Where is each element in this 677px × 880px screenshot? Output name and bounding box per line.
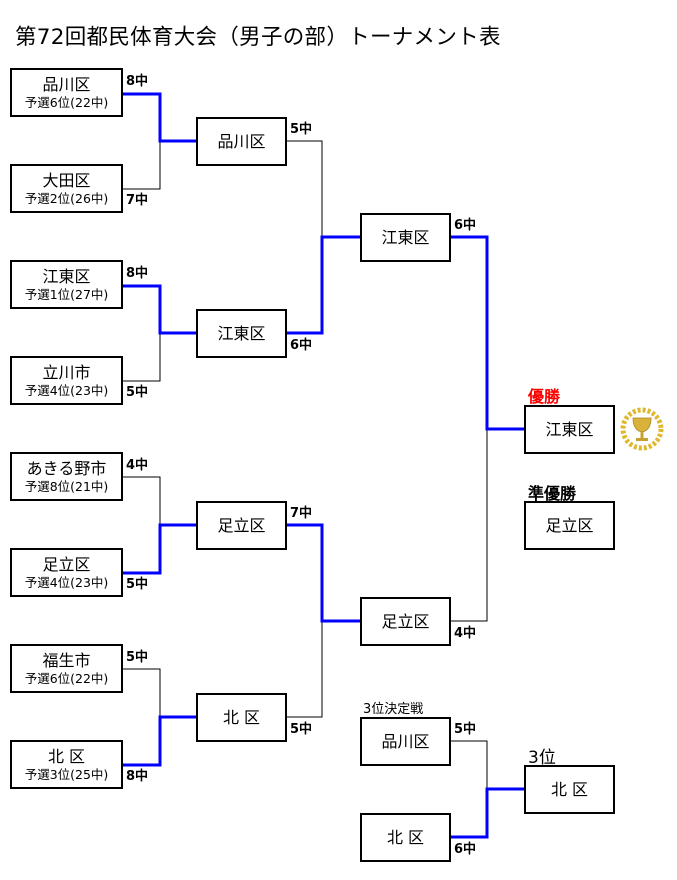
team-name: 足立区 bbox=[545, 515, 594, 535]
team-box: 品川区予選6位(22中) bbox=[10, 68, 123, 117]
team-name: 北 区 bbox=[386, 827, 425, 847]
team-box: 北 区 bbox=[360, 813, 451, 862]
line-winner bbox=[122, 715, 196, 767]
score: 4中 bbox=[454, 626, 477, 641]
score: 5中 bbox=[126, 385, 149, 400]
team-name: 北 区 bbox=[550, 779, 589, 799]
team-box: 品川区 bbox=[360, 717, 451, 766]
third-place-label: 3位 bbox=[528, 748, 556, 768]
third-place-box: 北 区 bbox=[524, 765, 615, 814]
runner-up-label: 準優勝 bbox=[528, 484, 577, 503]
champion-label: 優勝 bbox=[528, 387, 561, 406]
score: 6中 bbox=[454, 842, 477, 857]
team-seed: 予選6位(22中) bbox=[24, 94, 109, 110]
line-winner bbox=[286, 523, 360, 623]
runner-up-box: 足立区 bbox=[524, 501, 615, 550]
score: 5中 bbox=[454, 722, 477, 737]
team-seed: 予選3位(25中) bbox=[24, 766, 109, 782]
line-loser bbox=[122, 668, 161, 717]
team-box: 北 区 bbox=[196, 693, 287, 742]
team-box: 大田区予選2位(26中) bbox=[10, 164, 123, 213]
team-name: 立川市 bbox=[42, 362, 91, 382]
team-name: 大田区 bbox=[42, 170, 91, 190]
page-title: 第72回都民体育大会（男子の部）トーナメント表 bbox=[15, 25, 501, 50]
team-name: 品川区 bbox=[381, 731, 430, 751]
team-name: 北 区 bbox=[47, 746, 86, 766]
team-name: 品川区 bbox=[217, 131, 266, 151]
team-name: 福生市 bbox=[42, 650, 91, 670]
team-seed: 予選4位(23中) bbox=[24, 574, 109, 590]
team-seed: 予選2位(26中) bbox=[24, 190, 109, 206]
score: 8中 bbox=[126, 769, 149, 784]
line-winner bbox=[450, 787, 524, 839]
team-box: 江東区 bbox=[196, 309, 287, 358]
team-seed: 予選6位(22中) bbox=[24, 670, 109, 686]
score: 5中 bbox=[126, 650, 149, 665]
team-name: 江東区 bbox=[42, 266, 91, 286]
team-box: 足立区 bbox=[196, 501, 287, 550]
line-loser bbox=[122, 476, 161, 525]
score: 8中 bbox=[126, 74, 149, 89]
score: 8中 bbox=[126, 266, 149, 281]
team-name: 江東区 bbox=[381, 227, 430, 247]
score: 5中 bbox=[290, 722, 313, 737]
team-box: 足立区 bbox=[360, 597, 451, 646]
team-box: あきる野市予選8位(21中) bbox=[10, 452, 123, 501]
trophy-icon bbox=[620, 407, 664, 451]
team-name: 足立区 bbox=[217, 515, 266, 535]
score: 5中 bbox=[126, 577, 149, 592]
score: 4中 bbox=[126, 458, 149, 473]
team-box: 立川市予選4位(23中) bbox=[10, 356, 123, 405]
champion-box: 江東区 bbox=[524, 405, 615, 454]
score: 7中 bbox=[290, 506, 313, 521]
score: 6中 bbox=[454, 218, 477, 233]
third-place-match-label: 3位決定戦 bbox=[363, 702, 424, 717]
team-name: 北 区 bbox=[222, 707, 261, 727]
team-box: 江東区予選1位(27中) bbox=[10, 260, 123, 309]
score: 7中 bbox=[126, 193, 149, 208]
line-winner bbox=[122, 92, 196, 143]
team-box: 北 区予選3位(25中) bbox=[10, 740, 123, 789]
team-name: あきる野市 bbox=[26, 458, 107, 478]
team-name: 足立区 bbox=[381, 611, 430, 631]
team-box: 江東区 bbox=[360, 213, 451, 262]
score: 5中 bbox=[290, 122, 313, 137]
team-seed: 予選8位(21中) bbox=[24, 478, 109, 494]
team-box: 足立区予選4位(23中) bbox=[10, 548, 123, 597]
line-loser bbox=[286, 140, 323, 237]
line-winner bbox=[286, 235, 360, 335]
line-loser bbox=[450, 740, 488, 789]
line-winner bbox=[450, 235, 524, 431]
team-name: 品川区 bbox=[42, 74, 91, 94]
line-loser bbox=[450, 429, 488, 622]
line-winner bbox=[122, 284, 196, 335]
line-loser bbox=[122, 333, 161, 382]
line-loser bbox=[286, 621, 323, 718]
team-seed: 予選4位(23中) bbox=[24, 382, 109, 398]
team-name: 江東区 bbox=[545, 419, 594, 439]
line-winner bbox=[122, 523, 196, 575]
team-box: 福生市予選6位(22中) bbox=[10, 644, 123, 693]
team-name: 足立区 bbox=[42, 554, 91, 574]
score: 6中 bbox=[290, 338, 313, 353]
line-loser bbox=[122, 141, 161, 190]
team-name: 江東区 bbox=[217, 323, 266, 343]
team-box: 品川区 bbox=[196, 117, 287, 166]
team-seed: 予選1位(27中) bbox=[24, 286, 109, 302]
